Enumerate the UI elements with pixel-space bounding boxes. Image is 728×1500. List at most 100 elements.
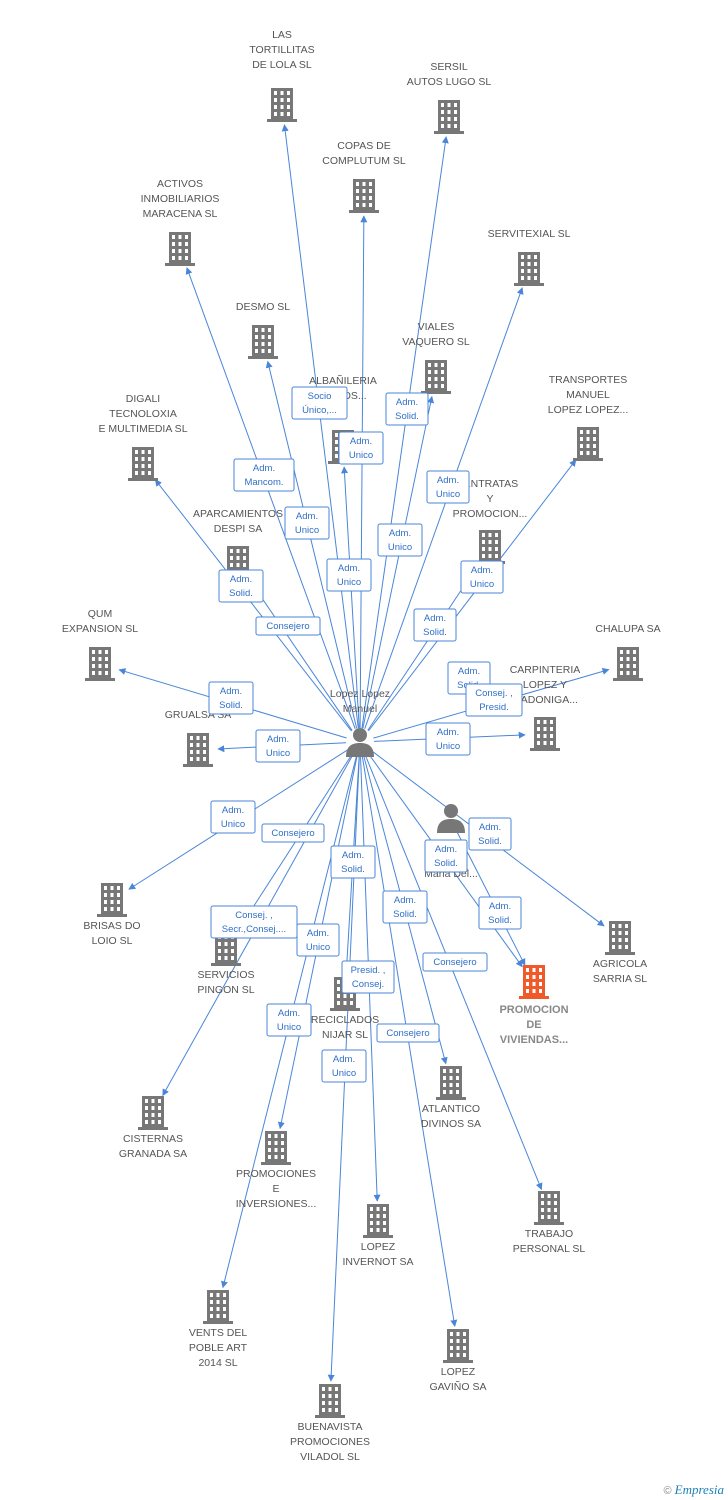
company-node[interactable]: SERVITEXIAL SL <box>488 228 571 286</box>
edge-label[interactable]: Presid. ,Consej. <box>341 960 395 994</box>
edge-label-text: Consejero <box>433 957 476 968</box>
edge-label[interactable]: Adm.Unico <box>338 431 384 465</box>
edge-label-box <box>291 386 348 420</box>
edge-label[interactable]: Adm.Solid. <box>413 608 457 642</box>
edge-label[interactable]: Adm.Unico <box>266 1003 312 1037</box>
edge-label-box <box>424 839 468 873</box>
edge-line <box>154 479 352 732</box>
footer-brand[interactable]: © Empresia <box>663 1482 724 1498</box>
company-node[interactable]: DESMO SL <box>236 301 290 359</box>
edge-label[interactable]: Adm.Unico <box>326 558 372 592</box>
edge-label-text: Adm.Solid. <box>434 844 458 869</box>
edge-label-box <box>468 817 512 851</box>
edge-label[interactable]: Adm.Solid. <box>468 817 512 851</box>
edge-label[interactable]: Adm.Unico <box>284 506 330 540</box>
edge-label[interactable]: Adm.Unico <box>425 722 471 756</box>
building-icon <box>349 179 379 213</box>
edge-label-box <box>376 1023 440 1043</box>
edge-label[interactable]: Adm.Unico <box>296 923 340 957</box>
building-icon <box>605 921 635 955</box>
company-node[interactable]: CHALUPA SA <box>595 623 661 681</box>
edge-label[interactable]: Adm.Unico <box>426 470 470 504</box>
edge-label[interactable]: Adm.Solid. <box>385 392 429 426</box>
edge-label-text: Adm.Unico <box>277 1008 301 1033</box>
building-icon <box>97 883 127 917</box>
edge-label[interactable]: Adm.Unico <box>321 1049 367 1083</box>
edge-label-box <box>338 431 384 465</box>
edge-label[interactable]: Adm.Unico <box>210 800 256 834</box>
edge-label-text: Adm.Unico <box>306 928 330 953</box>
edge-line <box>367 563 480 731</box>
edge-line <box>236 753 353 933</box>
edge-label[interactable]: Adm.Solid. <box>424 839 468 873</box>
edge-line <box>364 287 524 729</box>
edge-label[interactable]: Consejero <box>422 952 488 972</box>
building-icon <box>443 1329 473 1363</box>
edge-label[interactable]: Adm.Unico <box>460 560 504 594</box>
company-name: SERVITEXIAL SL <box>488 228 571 240</box>
edge-line <box>341 466 360 729</box>
edge-label-box <box>261 823 325 843</box>
company-node[interactable]: GRUALSA SA <box>165 709 232 767</box>
company-name: CHALUPA SA <box>595 623 660 635</box>
edge-label[interactable]: Adm.Solid. <box>208 681 254 715</box>
edge-label-text: Adm.Solid. <box>488 901 512 926</box>
building-icon <box>267 88 297 122</box>
edge-label[interactable]: Consej. ,Secr.,Consej.... <box>210 905 298 939</box>
edge-label[interactable]: Consejero <box>376 1023 440 1043</box>
edge-label-box <box>210 905 298 939</box>
edge-label[interactable]: Adm.Mancom. <box>233 458 295 492</box>
edge-label-text: Adm.Unico <box>266 734 290 759</box>
edge-label[interactable]: Adm.Solid. <box>478 896 522 930</box>
edge-label[interactable]: Adm.Unico <box>377 523 423 557</box>
edge-label[interactable]: Adm.Unico <box>255 729 301 763</box>
edge-label[interactable]: Adm.Solid. <box>218 569 264 603</box>
edge-label-box <box>266 1003 312 1037</box>
edge-label[interactable]: Consejero <box>255 616 321 636</box>
edge-label[interactable]: Consej. ,Presid. <box>465 683 523 717</box>
edge-label-text: Consej. ,Presid. <box>475 688 513 713</box>
edge-label[interactable]: Adm.Solid. <box>382 890 428 924</box>
edge-label-text: Adm.Solid. <box>395 397 419 422</box>
edge-label[interactable]: Consejero <box>261 823 325 843</box>
building-icon <box>128 447 158 481</box>
edge-label[interactable]: Adm.Solid. <box>330 845 376 879</box>
